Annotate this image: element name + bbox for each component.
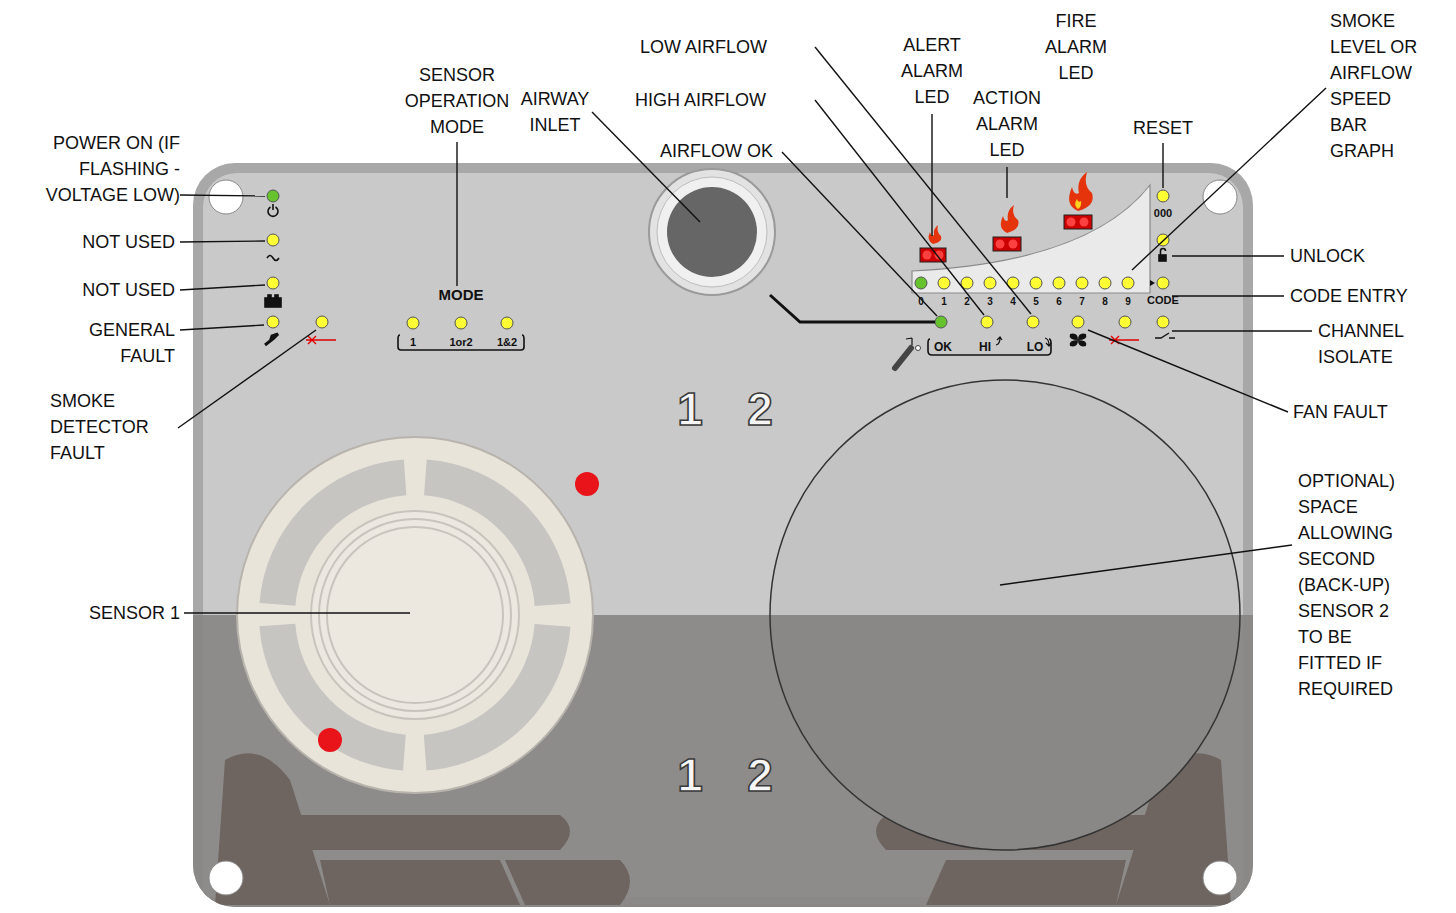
channel-number: 2 xyxy=(740,762,780,788)
airflow-label: HI xyxy=(972,339,998,355)
bar-scale-number: 3 xyxy=(981,295,999,308)
bar-scale-number: 4 xyxy=(1004,295,1022,308)
callout-label: LOW AIRFLOW xyxy=(640,34,812,60)
mode-option: 1&2 xyxy=(490,335,524,349)
panel-text: MODE xyxy=(431,285,491,305)
mode-option: 1 xyxy=(401,335,425,349)
callout-label: SENSOR OPERATION MODE xyxy=(392,62,522,140)
callout-label: POWER ON (IF FLASHING - VOLTAGE LOW) xyxy=(12,130,180,208)
bar-scale-number: 2 xyxy=(958,295,976,308)
panel-icons xyxy=(265,204,1175,368)
bar-scale-number: 7 xyxy=(1073,295,1091,308)
button-label: 000 xyxy=(1143,206,1183,220)
callout-label: HIGH AIRFLOW xyxy=(635,87,811,113)
leader-lines xyxy=(178,47,1326,613)
callout-label: GENERAL FAULT xyxy=(40,317,175,369)
button-label: CODE xyxy=(1138,293,1188,307)
bar-scale-number: 8 xyxy=(1096,295,1114,308)
callout-label: UNLOCK xyxy=(1290,243,1410,269)
callout-label: NOT USED xyxy=(60,277,175,303)
callout-label: AIRFLOW OK xyxy=(660,138,780,164)
bar-scale-number: 5 xyxy=(1027,295,1045,308)
indicator-leds xyxy=(267,190,1169,329)
callout-label: ACTION ALARM LED xyxy=(956,85,1058,163)
mode-option: 1or2 xyxy=(441,335,481,349)
callout-label: FIRE ALARM LED xyxy=(1028,8,1124,86)
channel-number: 1 xyxy=(670,762,710,788)
callout-label: CHANNEL ISOLATE xyxy=(1318,318,1433,370)
callout-label: AIRWAY INLET xyxy=(505,86,605,138)
callout-label: SMOKE LEVEL OR AIRFLOW SPEED BAR GRAPH xyxy=(1330,8,1422,164)
callout-label: ALERT ALARM LED xyxy=(884,32,980,110)
callout-label: CODE ENTRY xyxy=(1290,283,1440,309)
bar-scale-number: 1 xyxy=(935,295,953,308)
callout-label: OPTIONAL) SPACE ALLOWING SECOND (BACK-UP… xyxy=(1298,468,1418,702)
callout-label: NOT USED xyxy=(60,229,175,255)
channel-number: 1 xyxy=(670,396,710,422)
airflow-label: LO xyxy=(1022,339,1048,355)
bar-scale-number: 6 xyxy=(1050,295,1068,308)
airflow-label: OK xyxy=(928,339,958,355)
callout-label: RESET xyxy=(1125,115,1201,141)
callout-label: SMOKE DETECTOR FAULT xyxy=(50,388,190,466)
callout-label: FAN FAULT xyxy=(1293,399,1423,425)
callout-label: SENSOR 1 xyxy=(60,600,180,626)
channel-number: 2 xyxy=(740,396,780,422)
bar-scale-number: 0 xyxy=(912,295,930,308)
bar-scale-number: 9 xyxy=(1119,295,1137,308)
